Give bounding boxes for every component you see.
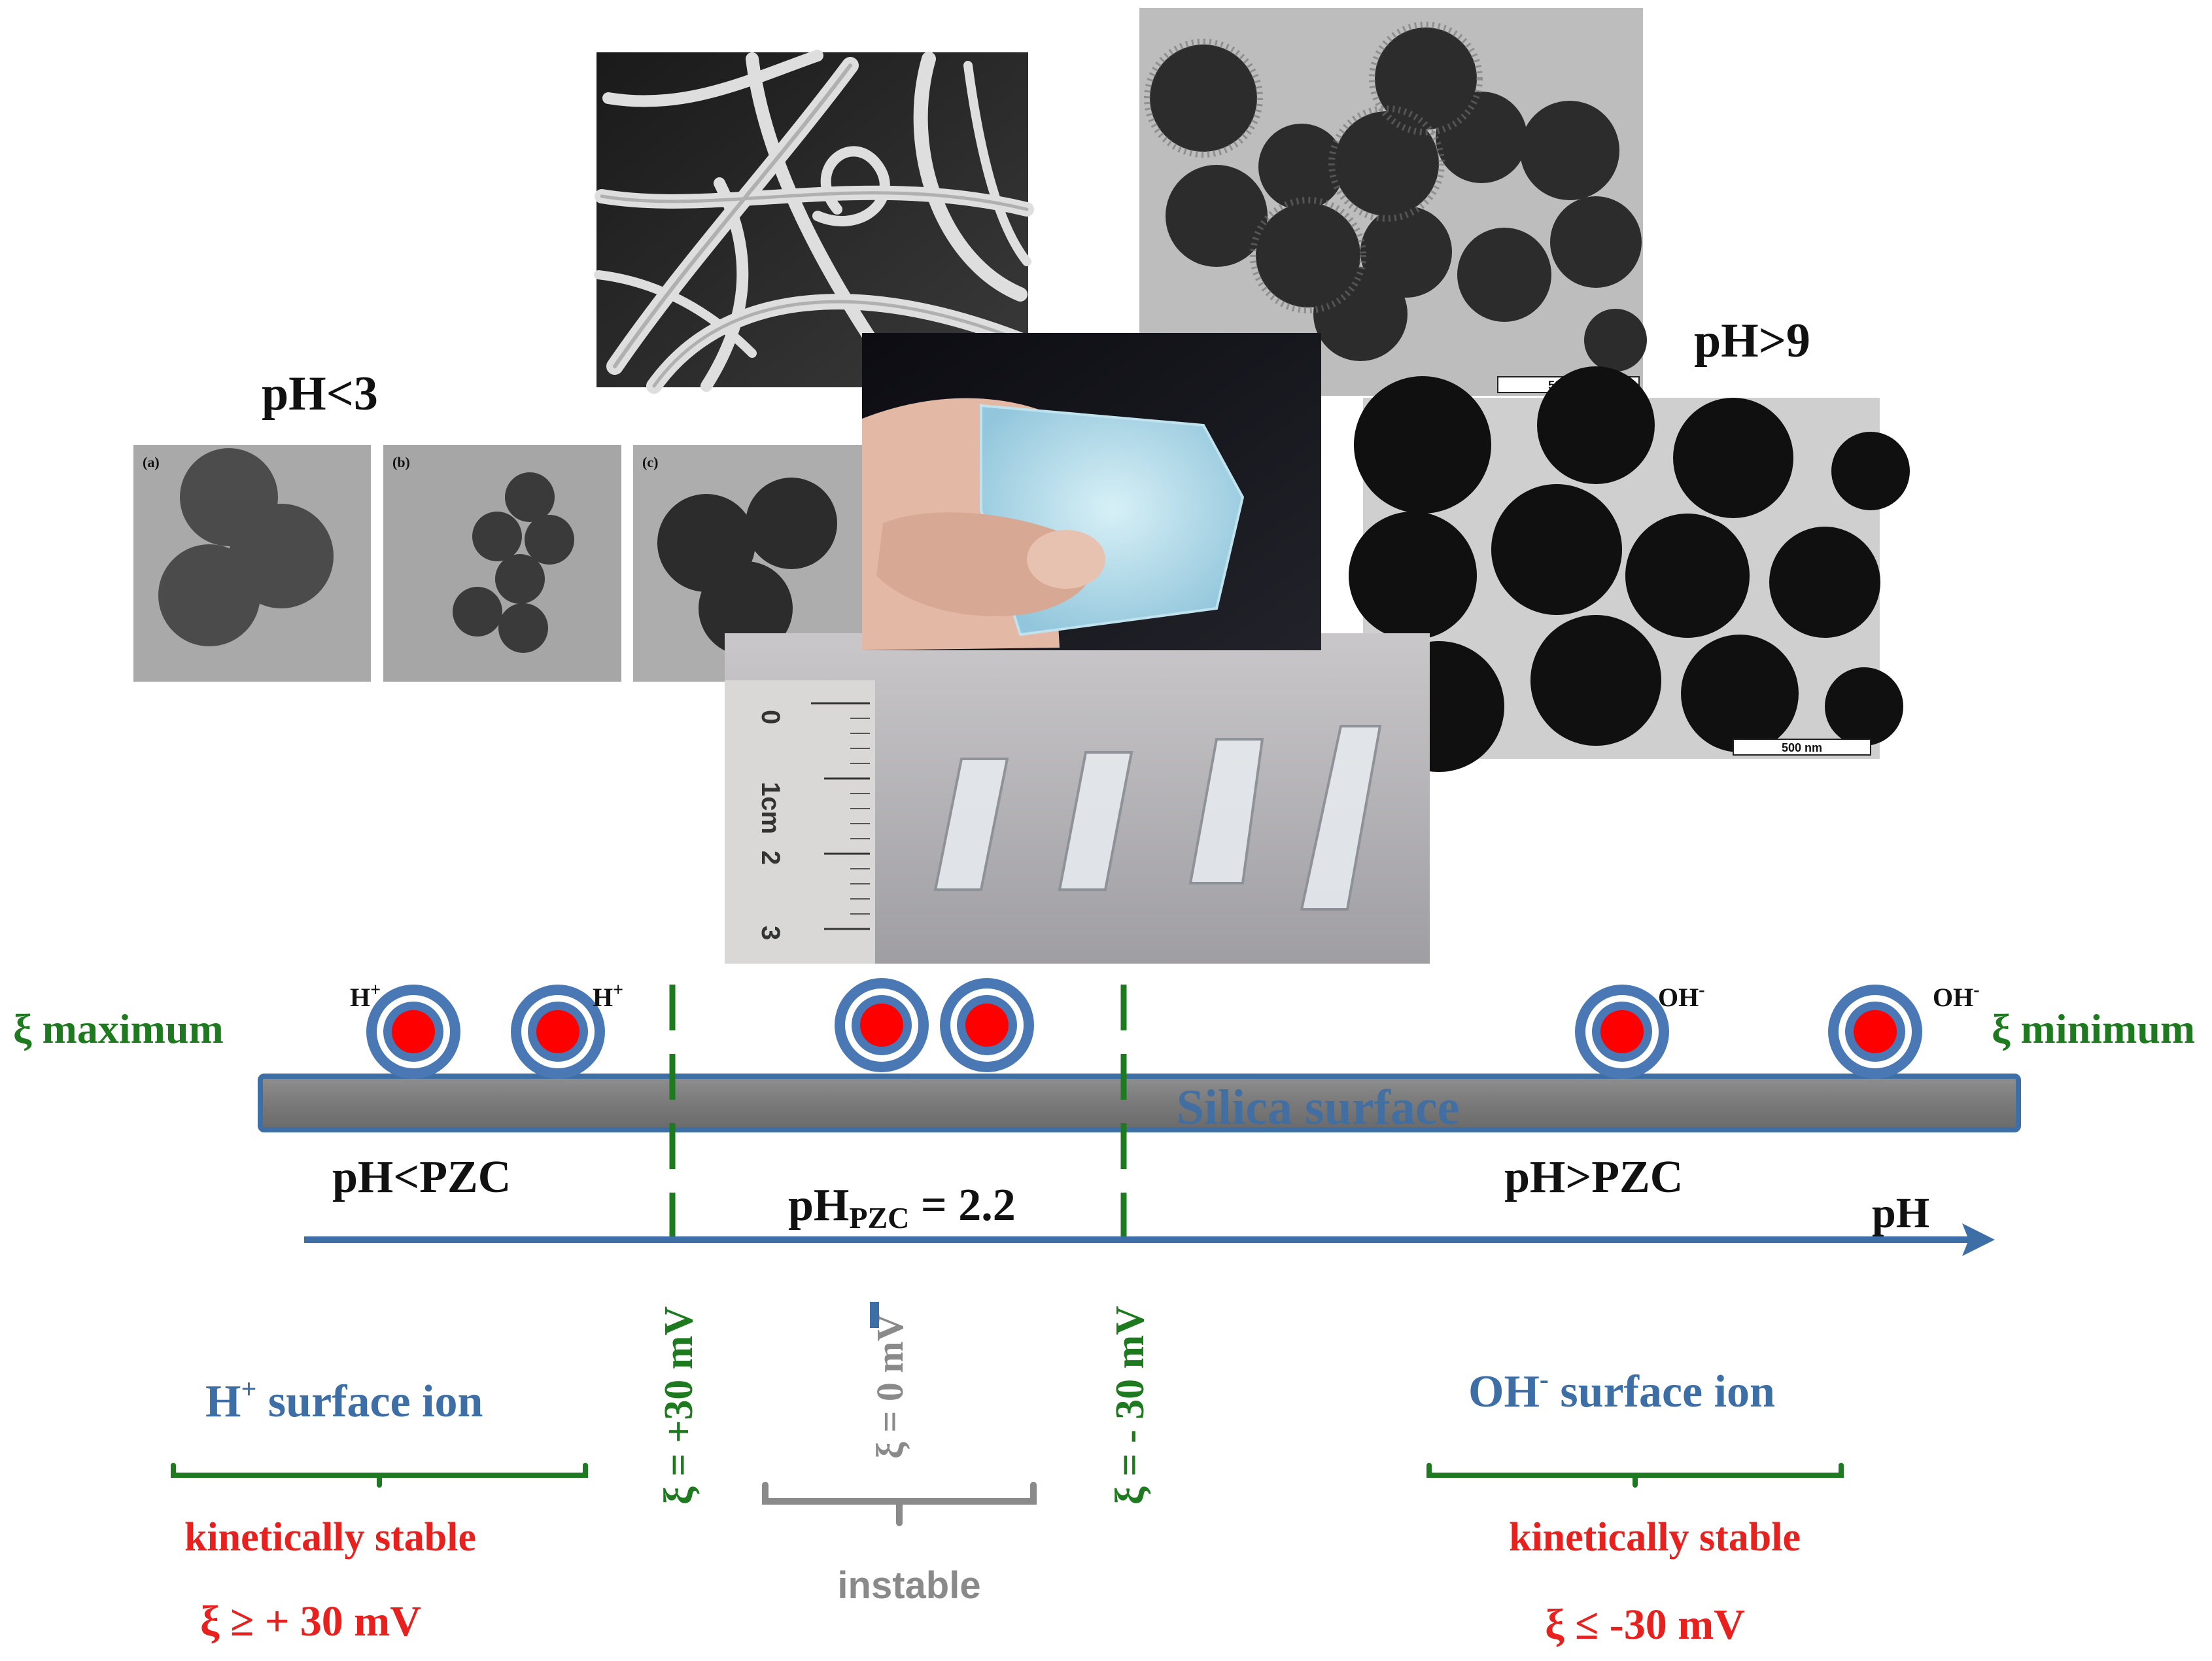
- particle-ion-base: OH: [1933, 983, 1973, 1012]
- xi-minimum-label: ξ minimum: [1992, 1005, 2195, 1052]
- xi-plus-30mv-label: ξ = +30 mV: [657, 1306, 701, 1505]
- particle-core: [536, 1010, 579, 1053]
- h-surface-ion-label: H+ surface ion: [205, 1374, 483, 1427]
- particle-ion-base: OH: [1658, 983, 1699, 1012]
- silica-surface-label: Silica surface: [1177, 1080, 1460, 1135]
- panel-label-b: (b): [392, 454, 410, 470]
- oh-surface-ion-label: OH- surface ion: [1468, 1365, 1775, 1417]
- tem-rough-spheres-image: 500 nm: [1139, 8, 1647, 396]
- particle-core: [860, 1004, 903, 1047]
- panel-label-c: (c): [642, 454, 658, 470]
- particle-ion-label: OH-: [1933, 980, 1980, 1012]
- particle-ion-base: H: [593, 983, 613, 1012]
- particle-ion-label: H+: [593, 980, 623, 1012]
- surface-particle: H+: [511, 980, 623, 1079]
- ph-above-9-label: pH>9: [1694, 314, 1810, 368]
- scale-bar-label: 500 nm: [1782, 741, 1822, 754]
- particle-ion-sup: +: [613, 980, 623, 1000]
- particle-ion-sup: +: [370, 980, 381, 1000]
- ruler-label-3: 3: [756, 926, 785, 940]
- surface-particle: OH-: [1575, 980, 1705, 1079]
- particle-ion-sup: -: [1973, 980, 1979, 1000]
- particle-core: [965, 1004, 1009, 1047]
- ph-pzc-value-label: pHPZC = 2.2: [788, 1180, 1016, 1234]
- kinetically-stable-left-label: kinetically stable: [184, 1515, 476, 1560]
- ph-above-pzc-label: pH>PZC: [1504, 1152, 1683, 1202]
- brace-right-stable: [1426, 1463, 1844, 1488]
- ph-axis-label: pH: [1872, 1189, 1929, 1237]
- brace-left-stable: [171, 1463, 588, 1488]
- tem-large-spheres-image: 500 nm: [1349, 366, 1910, 772]
- silica-surface-bar: Silica surface: [258, 1074, 2021, 1135]
- particle-ion-sup: -: [1699, 980, 1704, 1000]
- xi-minus-30mv-label: ξ = - 30 mV: [1108, 1306, 1152, 1505]
- ruler-label-2: 2: [756, 850, 785, 865]
- tem-small-spheres-images: (a) (b) (c): [133, 445, 871, 682]
- ph-below-pzc-label: pH<PZC: [332, 1152, 511, 1202]
- particle-core: [1854, 1010, 1897, 1053]
- brace-instable: [762, 1482, 1037, 1526]
- xi-maximum-label: ξ maximum: [13, 1005, 224, 1052]
- surface-particle: [835, 978, 929, 1072]
- particle-ion-label: H+: [350, 980, 381, 1012]
- particle-core: [1600, 1010, 1644, 1053]
- surface-particles: H+H+OH-OH-: [350, 978, 1980, 1079]
- particle-ion-base: H: [350, 983, 370, 1012]
- xi-zero-marker: [870, 1302, 879, 1328]
- silica-gel-in-hand-photo: [862, 333, 1321, 650]
- surface-particle: [940, 978, 1034, 1072]
- particle-core: [392, 1010, 435, 1053]
- instable-label: instable: [837, 1564, 980, 1607]
- surface-particle: H+: [350, 980, 460, 1079]
- condition-right-label: ξ ≤ -30 mV: [1545, 1601, 1745, 1649]
- surface-particle: OH-: [1828, 980, 1980, 1079]
- ruler-label-1cm: 1cm: [756, 782, 785, 834]
- kinetically-stable-right-label: kinetically stable: [1509, 1515, 1801, 1560]
- ruler-label-0: 0: [756, 710, 785, 724]
- xi-zero-mv-label: ξ = 0 mV: [869, 1314, 911, 1459]
- panel-label-a: (a): [143, 454, 160, 470]
- particle-ion-label: OH-: [1658, 980, 1705, 1012]
- sem-fiber-network-image: [594, 50, 1034, 394]
- ph-below-3-label: pH<3: [262, 367, 378, 421]
- condition-left-label: ξ ≥ + 30 mV: [200, 1598, 421, 1645]
- silica-monoliths-with-ruler-photo: 0 1cm 2 3: [725, 633, 1430, 964]
